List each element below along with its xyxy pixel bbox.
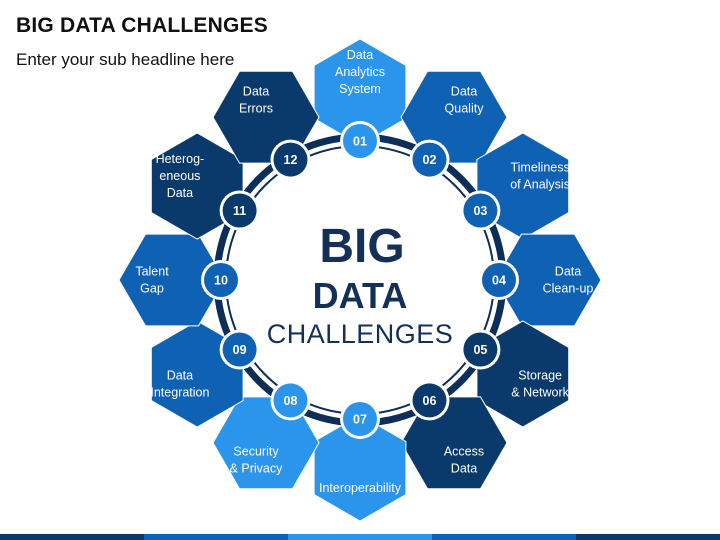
segment-label-05: Storage & Network [511, 369, 569, 400]
page-title: BIG DATA CHALLENGES [16, 14, 268, 37]
segment-label-line: Analytics [335, 65, 385, 79]
badge-number-09: 09 [233, 343, 247, 357]
badge-circle-12 [273, 142, 308, 177]
badge-circle-05 [463, 332, 498, 367]
bottom-bar-segment-1 [0, 534, 144, 540]
badge-number-04: 04 [492, 274, 506, 288]
center-text-line1: BIG [319, 220, 404, 273]
segment-label-line: System [339, 82, 381, 96]
badge-number-10: 10 [214, 274, 228, 288]
badge-number-11: 11 [233, 204, 246, 218]
segment-label-line: Data [243, 84, 269, 98]
badge-circle-08 [273, 383, 308, 418]
segment-label-03: Timeliness of Analysis [510, 161, 570, 192]
segment-label-line: eneous [159, 169, 200, 183]
badge-number-05: 05 [473, 343, 487, 357]
badge-circle-04 [482, 263, 516, 297]
badge-number-08: 08 [284, 394, 298, 408]
segment-label-line: Clean-up [543, 282, 594, 296]
segment-label-line: Interoperability [319, 481, 402, 495]
center-text-line2: DATA [313, 275, 408, 316]
segment-label-line: Quality [445, 101, 485, 115]
segment-label-line: Access [444, 445, 484, 459]
badge-circle-06 [412, 383, 447, 418]
segment-label-line: Errors [239, 101, 273, 115]
segment-label-line: Storage [518, 369, 562, 383]
center-text-line3: CHALLENGES [267, 319, 454, 349]
segment-label-line: Data [167, 186, 193, 200]
segment-label-08: Security & Privacy [230, 445, 284, 476]
segment-label-line: Data [347, 48, 373, 62]
badge-number-07: 07 [353, 413, 367, 427]
badge-circle-09 [222, 332, 257, 367]
badge-number-06: 06 [423, 394, 437, 408]
segment-label-line: Integration [150, 386, 209, 400]
badge-circle-07 [343, 402, 377, 436]
segment-label-line: Data [555, 265, 581, 279]
bottom-bar-segment-5 [576, 534, 720, 540]
segment-label-line: Timeliness [510, 161, 569, 175]
segment-label-line: Data [451, 462, 477, 476]
badge-circle-10 [204, 263, 238, 297]
segment-label-line: of Analysis [510, 178, 570, 192]
bottom-bar-segment-4 [432, 534, 576, 540]
badge-circle-03 [463, 193, 498, 228]
page-subtitle: Enter your sub headline here [16, 50, 235, 69]
badge-number-12: 12 [284, 153, 298, 167]
bottom-bar-segment-2 [144, 534, 288, 540]
segment-label-line: Security [233, 445, 279, 459]
badge-number-03: 03 [473, 204, 487, 218]
segment-label-line: Gap [140, 282, 164, 296]
segment-label-line: Heterog- [156, 152, 205, 166]
badge-circle-11 [222, 193, 257, 228]
badge-layer: 01 02 03 04 05 06 07 08 09 10 11 12 [201, 121, 519, 439]
segment-label-line: & Network [511, 386, 569, 400]
bottom-color-bar [0, 534, 720, 540]
segment-label-07: Interoperability [319, 481, 402, 495]
bottom-bar-segment-3 [288, 534, 432, 540]
segment-label-line: Data [167, 369, 193, 383]
badge-number-02: 02 [423, 153, 437, 167]
segment-label-line: & Privacy [230, 462, 284, 476]
center-disc [213, 133, 507, 427]
badge-circle-01 [343, 124, 377, 158]
badge-circle-02 [412, 142, 447, 177]
badge-number-01: 01 [353, 135, 367, 149]
segment-label-line: Talent [135, 265, 169, 279]
segment-label-line: Data [451, 84, 477, 98]
